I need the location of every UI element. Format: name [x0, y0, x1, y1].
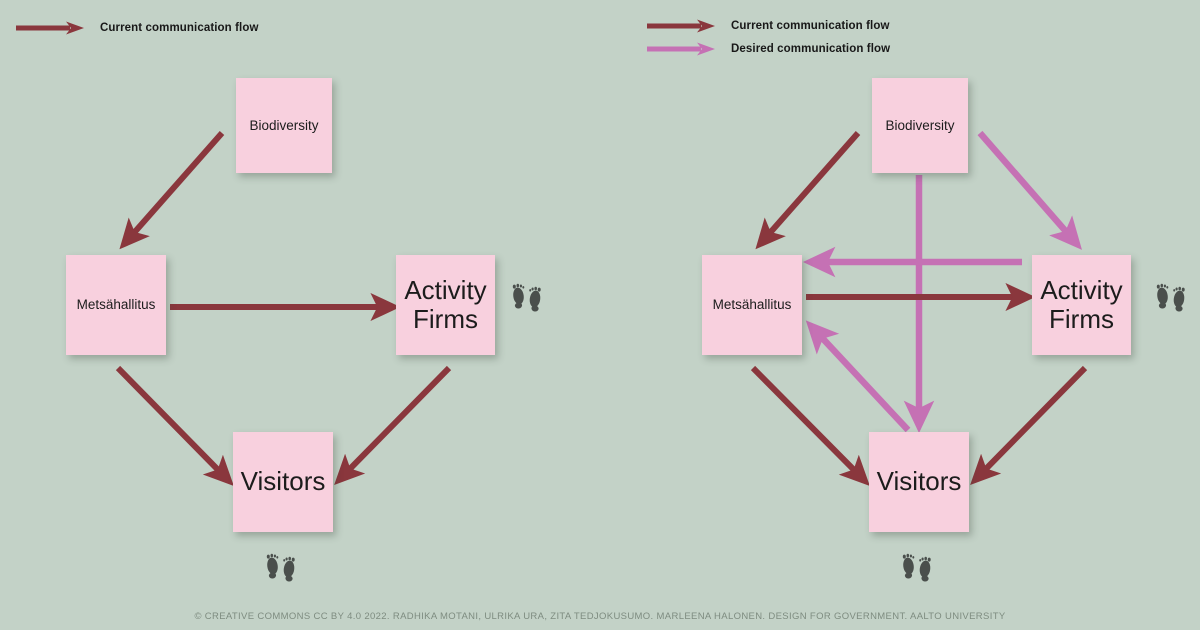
flow-right-metsahallitus-to-visitors	[750, 365, 870, 486]
note-biodiversity-right[interactable]: Biodiversity	[872, 78, 968, 173]
note-label: Visitors	[240, 466, 326, 497]
footprints-icon	[266, 553, 295, 582]
note-label: Activity Firms	[1040, 274, 1123, 334]
legend-right-desired-flow: Desired communication flow	[645, 42, 890, 56]
legend-label: Desired communication flow	[731, 43, 891, 55]
credit-line: © CREATIVE COMMONS CC BY 4.0 2022. RADHI…	[194, 611, 1006, 622]
flow-right-activity-firms-to-visitors	[970, 365, 1088, 485]
note-visitors-left[interactable]: Visitors	[233, 432, 333, 532]
note-metsahallitus-right[interactable]: Metsähallitus	[702, 255, 802, 355]
flow-left-biodiversity-to-metsahallitus	[119, 131, 225, 250]
flow-right-biodiversity-to-metsahallitus	[755, 131, 861, 250]
note-label: Biodiversity	[885, 117, 955, 133]
footprints-icon	[512, 283, 541, 312]
arrow-icon	[647, 42, 715, 56]
footprints-icon	[902, 553, 931, 582]
footprints-icon	[1156, 283, 1185, 312]
note-activity-firms-right[interactable]: Activity Firms	[1032, 255, 1131, 355]
arrow-icon	[16, 21, 84, 35]
note-label: Activity Firms	[404, 274, 487, 334]
note-label: Visitors	[876, 466, 962, 497]
flow-right-biodiversity-to-activity-firms	[977, 130, 1082, 250]
note-label: Biodiversity	[249, 117, 319, 133]
flow-left-activity-firms-to-visitors	[334, 365, 452, 485]
note-label: Metsähallitus	[76, 297, 156, 313]
arrow-icon	[647, 19, 715, 33]
flow-left-metsahallitus-to-visitors	[115, 365, 234, 486]
note-label: Metsähallitus	[712, 297, 792, 313]
note-biodiversity-left[interactable]: Biodiversity	[236, 78, 332, 173]
flow-right-visitors-to-metsahallitus	[805, 320, 911, 433]
note-activity-firms-left[interactable]: Activity Firms	[396, 255, 495, 355]
note-visitors-right[interactable]: Visitors	[869, 432, 969, 532]
legend-left-current-flow: Current communication flow	[14, 21, 259, 35]
legend-right-current-flow: Current communication flow	[645, 19, 890, 33]
legend-label: Current communication flow	[100, 22, 259, 34]
legend-label: Current communication flow	[731, 20, 890, 32]
note-metsahallitus-left[interactable]: Metsähallitus	[66, 255, 166, 355]
